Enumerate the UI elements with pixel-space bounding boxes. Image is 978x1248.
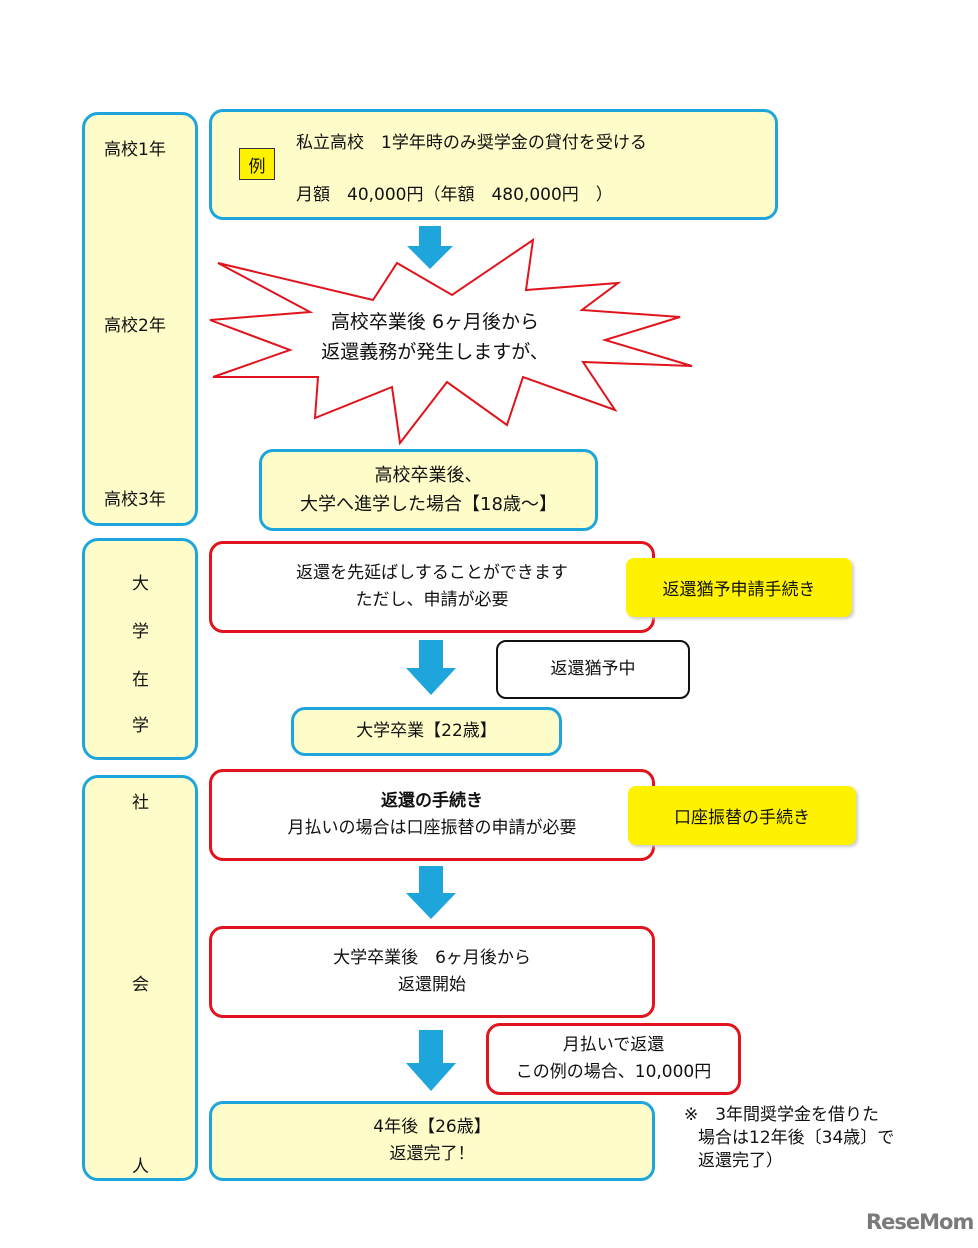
deferral-line1: 返還を先延ばしすることができます bbox=[296, 563, 568, 583]
entered-university-box: 高校卒業後、 大学へ進学した場合【18歳～】 bbox=[259, 449, 598, 531]
stage-univ-char: 学 bbox=[132, 716, 149, 736]
resemom-logo: ReseMom bbox=[866, 1210, 974, 1234]
down-arrow-icon bbox=[406, 866, 456, 919]
down-arrow-icon bbox=[406, 1030, 456, 1091]
example-box: 例 私立高校 1学年時のみ奨学金の貸付を受ける 月額 40,000円（年額 48… bbox=[209, 109, 778, 220]
complete-line2: 返還完了！ bbox=[389, 1144, 475, 1164]
example-line1: 私立高校 1学年時のみ奨学金の貸付を受ける bbox=[296, 133, 647, 153]
account-transfer-tag: 口座振替の手続き bbox=[628, 786, 856, 845]
deferral-line2: ただし、申請が必要 bbox=[355, 590, 509, 610]
footnote: ※ 3年間奨学金を借りた 場合は12年後〔34歳〕で 返還完了） bbox=[684, 1104, 894, 1173]
complete-line1: 4年後【26歳】 bbox=[373, 1117, 491, 1137]
completion-box: 4年後【26歳】 返還完了！ bbox=[209, 1101, 655, 1181]
procedure-line1: 返還の手続き bbox=[381, 791, 483, 811]
stage-hs1-label: 高校1年 bbox=[104, 140, 166, 160]
note-line1: ※ 3年間奨学金を借りた bbox=[684, 1105, 880, 1125]
example-line2: 月額 40,000円（年額 480,000円 ） bbox=[296, 185, 613, 205]
burst-line1: 高校卒業後 6ヶ月後から bbox=[330, 311, 540, 333]
stage-society-char: 会 bbox=[132, 975, 149, 995]
procedure-line2: 月払いの場合は口座振替の申請が必要 bbox=[287, 818, 577, 838]
graduation-box: 大学卒業【22歳】 bbox=[291, 707, 562, 756]
monthly-line1: 月払いで返還 bbox=[562, 1035, 665, 1055]
stage-high-school: 高校1年 高校2年 高校3年 bbox=[82, 112, 198, 526]
stage-univ-char: 在 bbox=[132, 670, 149, 690]
stage-univ-char: 学 bbox=[132, 622, 149, 642]
stage-society-char: 人 bbox=[132, 1157, 149, 1177]
stage-university: 大 学 在 学 bbox=[82, 538, 198, 760]
start-line2: 返還開始 bbox=[398, 975, 466, 995]
monthly-payment-box: 月払いで返還 この例の場合、10,000円 bbox=[486, 1023, 741, 1095]
down-arrow-icon bbox=[407, 226, 453, 269]
burst-text: 高校卒業後 6ヶ月後から 返還義務が発生しますが、 bbox=[290, 305, 580, 369]
monthly-line2: この例の場合、10,000円 bbox=[515, 1062, 712, 1082]
note-line2: 場合は12年後〔34歳〕で bbox=[698, 1128, 895, 1148]
stage-society-char: 社 bbox=[132, 793, 149, 813]
entered-line2: 大学へ進学した場合【18歳～】 bbox=[300, 494, 557, 515]
entered-line1: 高校卒業後、 bbox=[374, 465, 483, 486]
deferral-box: 返還を先延ばしすることができます ただし、申請が必要 bbox=[209, 541, 655, 633]
deferral-status-box: 返還猶予中 bbox=[496, 640, 690, 699]
example-badge: 例 bbox=[239, 148, 275, 180]
stage-society: 社 会 人 bbox=[82, 775, 198, 1181]
start-line1: 大学卒業後 6ヶ月後から bbox=[333, 948, 531, 968]
stage-hs3-label: 高校3年 bbox=[104, 490, 166, 510]
down-arrow-icon bbox=[406, 640, 456, 695]
stage-hs2-label: 高校2年 bbox=[104, 316, 166, 336]
deferral-application-tag: 返還猶予申請手続き bbox=[626, 558, 852, 617]
note-line3: 返還完了） bbox=[698, 1151, 783, 1171]
starburst-shape bbox=[209, 237, 693, 446]
burst-line2: 返還義務が発生しますが、 bbox=[321, 341, 549, 363]
procedure-box: 返還の手続き 月払いの場合は口座振替の申請が必要 bbox=[209, 769, 655, 861]
stage-univ-char: 大 bbox=[132, 574, 149, 594]
repayment-start-box: 大学卒業後 6ヶ月後から 返還開始 bbox=[209, 926, 655, 1018]
